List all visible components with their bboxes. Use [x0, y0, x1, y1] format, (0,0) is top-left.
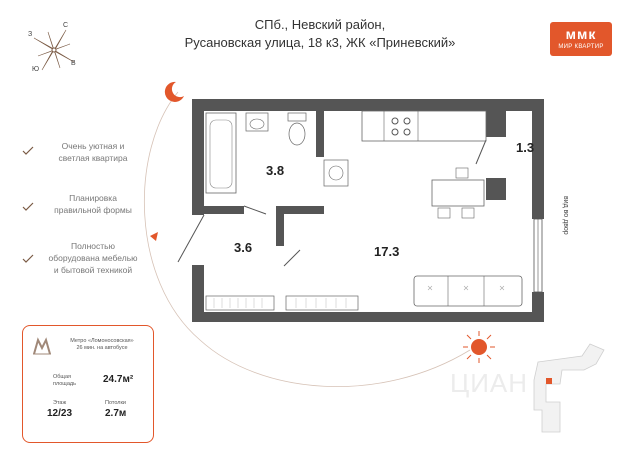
metro-info: Метро «Ломоносовская» 26 мин. на автобус… — [57, 338, 147, 352]
logo-text: МИР КВАРТИР — [558, 44, 604, 50]
room-area-main: 17.3 — [374, 244, 400, 259]
compass-west: З — [28, 31, 33, 38]
metro-travel-time: 26 мин. на автобусе — [76, 345, 128, 351]
check-icon — [22, 202, 34, 211]
metro-station: Метро «Ломоносовская» — [70, 338, 134, 344]
info-card: Метро «Ломоносовская» 26 мин. на автобус… — [22, 325, 154, 443]
moon-icon — [164, 81, 184, 102]
compass-east: В — [71, 60, 76, 67]
metro-icon — [33, 337, 51, 355]
address-title: СПб., Невский район, Русановская улица, … — [0, 16, 640, 52]
feature-layout: Планировка правильной формы — [54, 193, 132, 215]
check-icon — [22, 254, 34, 263]
watermark: ЦИАН — [450, 368, 529, 398]
area-label: Общая площадь — [53, 374, 76, 387]
address-line-1: СПб., Невский район, — [254, 17, 386, 32]
check-icon — [22, 146, 34, 155]
arrow-icon — [150, 232, 158, 241]
building-minimap — [533, 343, 605, 433]
feature-furnished: Полностью оборудована мебелью и бытовой … — [48, 241, 138, 275]
compass-north: С — [63, 22, 69, 29]
room-area-bathroom: 3.8 — [266, 163, 285, 178]
room-area-hall: 3.6 — [234, 240, 253, 255]
floor-value: 12/23 — [47, 408, 73, 419]
address-line-2: Русановская улица, 18 к3, ЖК «Приневский… — [184, 35, 456, 50]
room-area-balcony: 1.3 — [516, 140, 535, 155]
logo-mark: ммк — [565, 26, 597, 42]
compass-south: Ю — [32, 66, 40, 73]
feature-cozy: Очень уютная и светлая квартира — [58, 141, 128, 163]
sun-icon — [463, 331, 495, 363]
floor-label: Этаж — [53, 400, 67, 406]
compass-icon — [33, 29, 75, 71]
agency-logo[interactable]: ммк МИР КВАРТИР — [550, 22, 612, 56]
ceiling-label: Потолки — [105, 400, 126, 406]
area-value: 24.7м² — [103, 374, 134, 385]
yard-view-label: вид во двор — [562, 196, 569, 235]
ceiling-value: 2.7м — [105, 408, 127, 419]
